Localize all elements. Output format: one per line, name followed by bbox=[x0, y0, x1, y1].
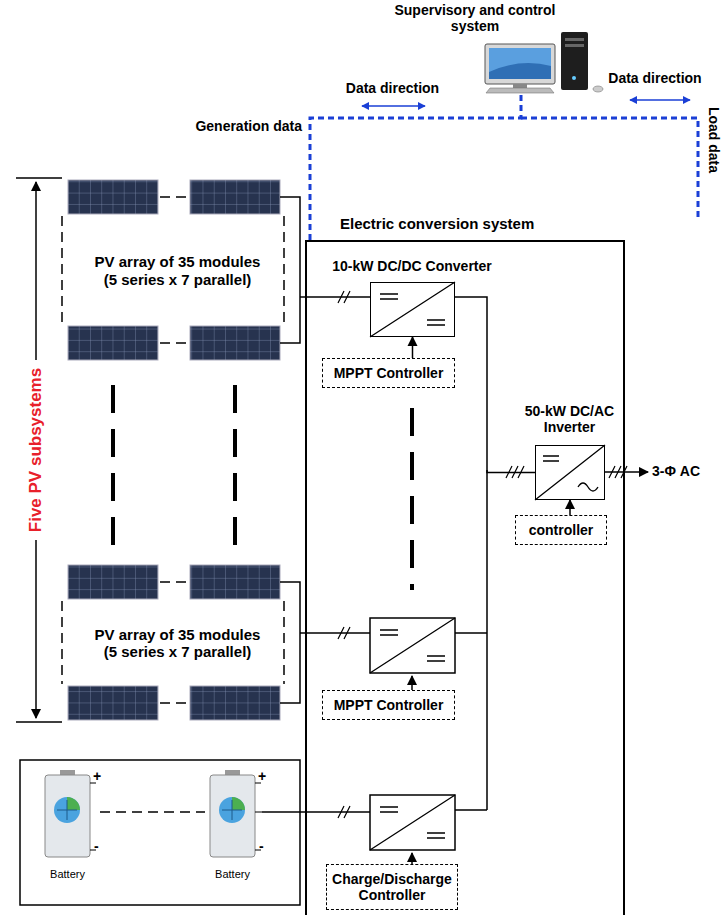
battery-node: Battery bbox=[205, 768, 260, 883]
span-tick bbox=[16, 178, 62, 722]
controller-box: Charge/Discharge Controller bbox=[326, 864, 458, 910]
terminal-sign: - bbox=[259, 838, 273, 854]
continuation-dashes bbox=[113, 385, 412, 590]
array-dashes bbox=[62, 197, 284, 703]
dcdc-converter: 10-kW DC/DC Converter bbox=[370, 282, 455, 337]
node-text: MPPT Controller bbox=[334, 365, 444, 381]
node-heading: Electric conversion system bbox=[340, 215, 600, 232]
node-text: Battery bbox=[215, 868, 250, 881]
computer-icon bbox=[485, 32, 603, 93]
battery-dashes bbox=[100, 811, 205, 813]
battery-icon bbox=[45, 770, 262, 857]
node-heading: 50-kW DC/AC Inverter bbox=[508, 403, 631, 435]
inverter: 50-kW DC/AC Inverter bbox=[535, 445, 605, 500]
wire bbox=[262, 470, 648, 864]
control-arrow bbox=[569, 500, 571, 515]
computer-node: Supervisory and control system bbox=[485, 44, 557, 92]
data-label: Load data bbox=[705, 90, 723, 190]
node-text: MPPT Controller bbox=[334, 697, 444, 713]
direction-label: Data direction bbox=[600, 70, 710, 86]
terminal-sign: + bbox=[258, 768, 272, 784]
controller-box: controller bbox=[515, 515, 607, 545]
node-heading: Supervisory and control system bbox=[390, 2, 560, 34]
converter-box bbox=[370, 618, 455, 850]
controller-box: MPPT Controller bbox=[322, 690, 455, 720]
data-label: Generation data bbox=[160, 118, 302, 134]
array-bracket bbox=[280, 197, 300, 703]
controller-box: MPPT Controller bbox=[322, 358, 455, 388]
node-heading: 10-kW DC/DC Converter bbox=[309, 258, 515, 274]
battery-node: Battery bbox=[40, 768, 95, 883]
conversion-system: 10-kW DC/DC ConverterMPPT Controller 50-k… bbox=[305, 240, 625, 915]
node-text: controller bbox=[529, 522, 594, 538]
control-arrow bbox=[412, 337, 414, 358]
node-text: Battery bbox=[50, 868, 85, 881]
battery-pack bbox=[20, 760, 300, 905]
load-data-line bbox=[521, 118, 698, 218]
pv-panel bbox=[68, 180, 280, 720]
pv-array: PV array of 35 modules (5 series x 7 par… bbox=[55, 178, 300, 363]
terminal-sign: - bbox=[94, 838, 108, 854]
power-wire bbox=[300, 296, 370, 298]
output-label: 3-Φ AC bbox=[652, 463, 722, 479]
direction-arrow bbox=[362, 105, 425, 107]
pv-array: PV array of 35 modules (5 series x 7 par… bbox=[55, 563, 300, 723]
dc-bus bbox=[455, 297, 535, 473]
group-label: Five PV subsystems bbox=[25, 360, 47, 540]
node-text: PV array of 35 modules (5 series x 7 par… bbox=[90, 626, 265, 661]
direction-arrow bbox=[630, 99, 690, 101]
direction-label: Data direction bbox=[335, 80, 450, 96]
node-text: PV array of 35 modules (5 series x 7 par… bbox=[90, 253, 265, 288]
node-text: Charge/Discharge Controller bbox=[329, 871, 455, 903]
terminal-sign: + bbox=[93, 768, 107, 784]
